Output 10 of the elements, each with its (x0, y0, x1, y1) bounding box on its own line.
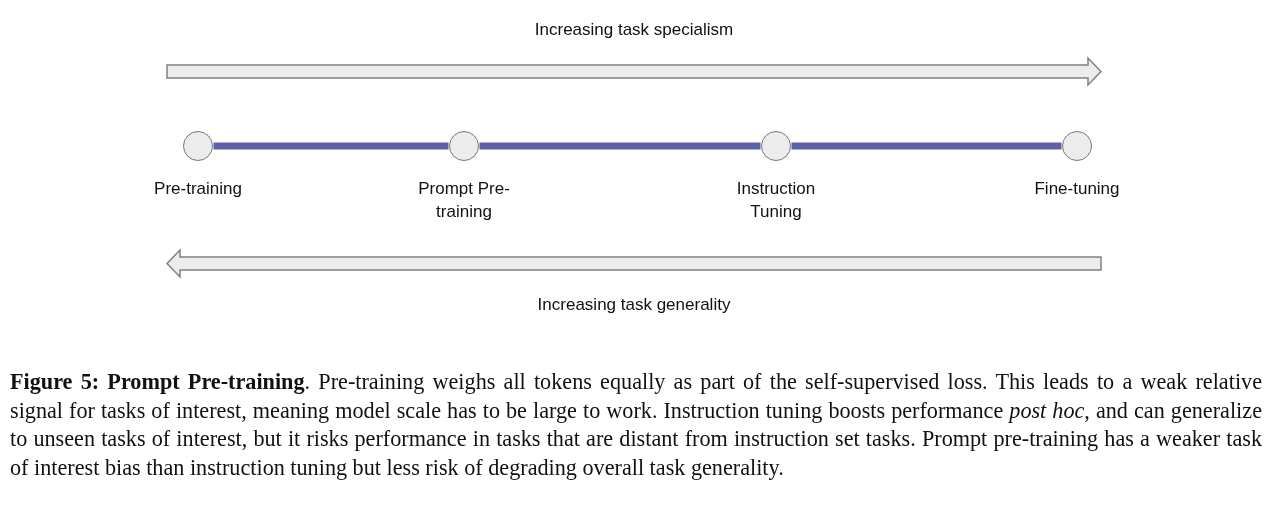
figure-caption: Figure 5: Prompt Pre-training. Pre-training weighs all tokens equally as part of the self-supervised loss. This leads to a weak relative signal for tasks of interest, meaning model scale has to be large to work. Instruction tuning boosts performance post hoc, and can generalize to unseen tasks of interest, but it risks performance in tasks that are distant from instruction set tasks. Prompt pre-training has a weaker task of interest bias than instruction tuning but less risk of degrading overall task generality. (10, 368, 1262, 482)
axis-label: Increasing task generality (537, 295, 731, 315)
stage-label: Instruction Tuning (735, 177, 817, 223)
connector-line (791, 142, 1062, 150)
stage-label: Prompt Pre-training (417, 177, 511, 223)
connector-line (479, 142, 761, 150)
axis-label: Increasing task specialism (534, 20, 734, 40)
connector-line (213, 142, 449, 150)
stage-label: Pre-training (153, 177, 243, 200)
stage-label: Fine-tuning (1033, 177, 1121, 200)
